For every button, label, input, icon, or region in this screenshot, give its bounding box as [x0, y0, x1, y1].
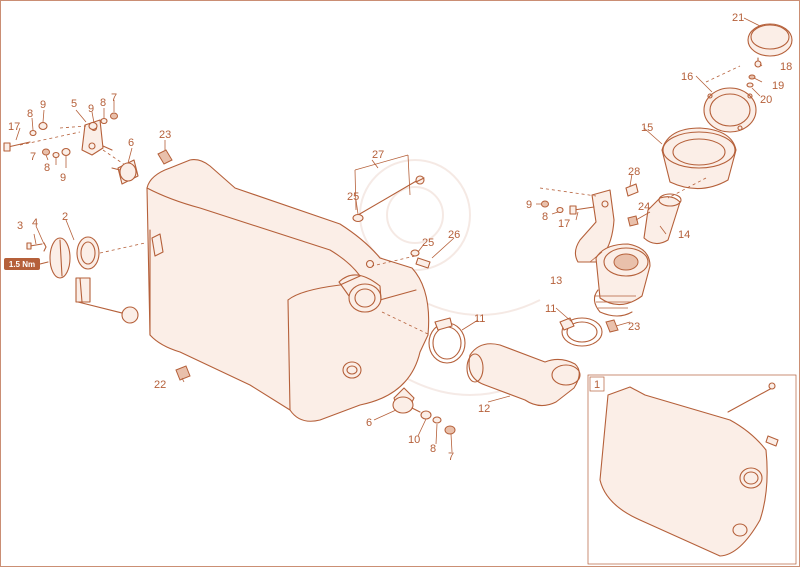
callout-20: 20: [760, 94, 772, 106]
callout-11-mid: 11: [474, 313, 485, 325]
fuel-tank: [146, 159, 430, 422]
filler-cap-21: [747, 23, 793, 57]
callout-27: 27: [372, 149, 384, 161]
callout-25-mid: 25: [422, 237, 434, 249]
callout-17-left: 17: [8, 121, 20, 133]
callout-11-right: 11: [545, 303, 556, 315]
bolt-17-right: [569, 205, 577, 215]
callout-18: 18: [780, 61, 792, 73]
callout-5: 5: [71, 98, 77, 110]
callout-16: 16: [681, 71, 693, 83]
callout-25-top: 25: [347, 191, 359, 203]
inset-variant-1: 1: [587, 374, 797, 565]
tank-outlet: [342, 361, 362, 379]
torque-label: 1.5 Nm: [9, 260, 35, 269]
washer-25-top: [352, 213, 364, 223]
fuel-level-sender: 1.5 Nm: [4, 236, 146, 324]
callout-8-bottom: 8: [430, 443, 436, 455]
callout-15: 15: [641, 122, 653, 134]
inset-number: 1: [594, 379, 600, 391]
washer-25-mid: [410, 249, 420, 257]
callout-12: 12: [478, 403, 490, 415]
bracket-5: [81, 119, 104, 156]
callout-10: 10: [408, 434, 420, 446]
callout-21: 21: [732, 12, 744, 24]
callout-7-bottom: 7: [448, 451, 454, 463]
filler-hose-group: [381, 311, 603, 407]
callout-23-left: 23: [159, 129, 171, 141]
inset-frame: [587, 374, 797, 565]
filler-hose-12: [468, 343, 580, 407]
callout-26: 26: [448, 229, 460, 241]
callout-23-right: 23: [628, 321, 640, 333]
leader-lines: [15, 17, 763, 453]
bolt-17-left: [7, 141, 31, 148]
washer-20: [746, 82, 754, 88]
gasket-2: [76, 236, 100, 270]
sender-plate: [49, 237, 71, 279]
grommet-23-right: [605, 319, 619, 333]
filler-cap-assembly: [539, 23, 793, 333]
filler-bracket-13: [574, 189, 615, 263]
washer-10: [420, 410, 432, 420]
callout-9-b: 9: [40, 99, 46, 111]
washer-19: [748, 74, 756, 80]
callout-6-bottom: 6: [366, 417, 372, 429]
callout-8-right: 8: [542, 211, 548, 223]
callout-9-a: 9: [88, 103, 94, 115]
inset-tank: [599, 386, 768, 557]
callout-4: 4: [32, 217, 38, 229]
callout-14: 14: [678, 229, 690, 241]
callout-19: 19: [772, 80, 784, 92]
callout-28: 28: [628, 166, 640, 178]
callout-8-c: 8: [44, 162, 50, 174]
tank-filler-neck: [348, 283, 382, 313]
vent-tube-assembly: [352, 154, 431, 269]
lower-mount-group: [392, 387, 456, 435]
grommet-23-left: [157, 149, 173, 165]
callout-17-right: 17: [558, 218, 570, 230]
callout-22: 22: [154, 379, 166, 391]
callout-6-left: 6: [128, 137, 134, 149]
vent-fitting-26: [415, 257, 431, 269]
hose-clamp-11-right: [561, 317, 603, 347]
callout-3: 3: [17, 220, 23, 232]
retaining-ring-16: [703, 87, 757, 133]
fitting-28: [625, 183, 639, 197]
callout-numbers: 21 18 19 20 16 15 28 24 14 9 8 17 13 11 …: [8, 12, 792, 463]
screw-18: [754, 60, 762, 68]
callout-9-right: 9: [526, 199, 532, 211]
nut-7-bottom: [444, 425, 456, 435]
bracket-assembly: [3, 112, 173, 185]
hose-clamp-11-mid: [428, 322, 466, 364]
callout-9-c: 9: [60, 172, 66, 184]
callout-24: 24: [638, 201, 650, 213]
filter-sleeve-14: [643, 196, 681, 245]
callout-13: 13: [550, 275, 562, 287]
filler-neck-body: [595, 243, 651, 306]
callout-8-b: 8: [27, 108, 33, 120]
washer-8-bottom: [432, 416, 442, 424]
callout-7-a: 7: [111, 92, 117, 104]
callout-2: 2: [62, 211, 68, 223]
grommet-22: [175, 365, 191, 381]
callout-8-a: 8: [100, 97, 106, 109]
torque-badge: [4, 258, 40, 270]
callout-7-b: 7: [30, 151, 36, 163]
sender-float: [121, 306, 139, 324]
grommet-24: [627, 215, 639, 227]
